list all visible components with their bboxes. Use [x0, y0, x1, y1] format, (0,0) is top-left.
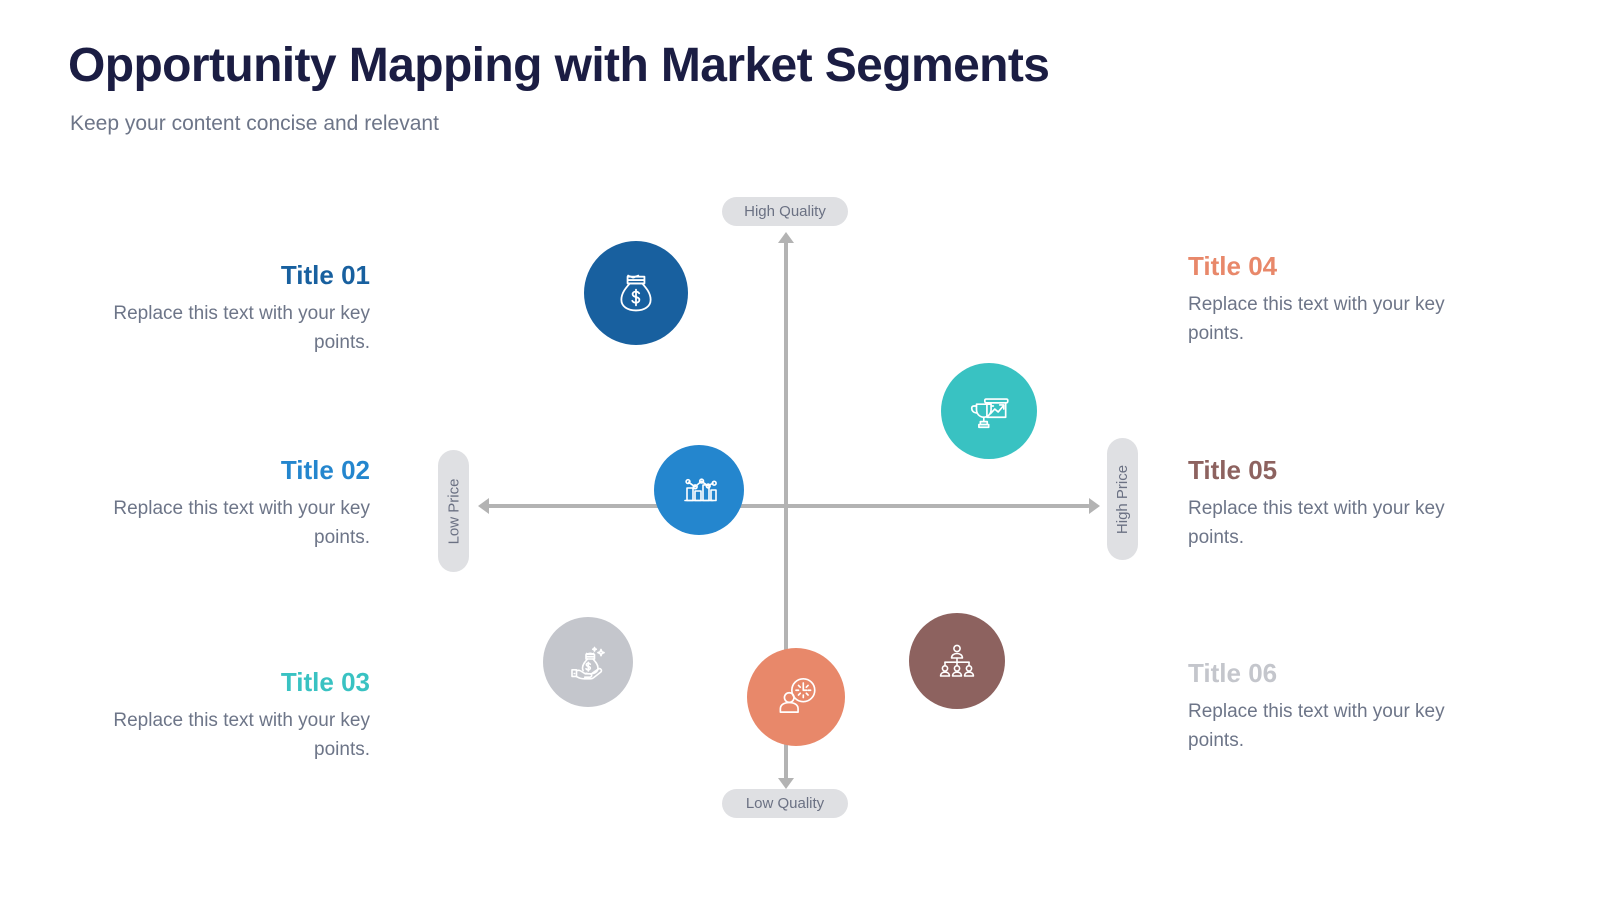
money-bag-icon: [609, 266, 663, 320]
hand-money-bag-icon: [564, 638, 612, 686]
item-04-title: Title 04: [1188, 251, 1278, 281]
bubble-hand-money-bag[interactable]: [543, 617, 633, 707]
bubble-person-clock[interactable]: [747, 648, 845, 746]
item-03-title: Title 03: [280, 667, 370, 697]
bubble-money-bag[interactable]: [584, 241, 688, 345]
item-03-description: Replace this text with your key points.: [113, 710, 370, 760]
item-01-description: Replace this text with your key points.: [113, 303, 370, 353]
item-03[interactable]: Title 03 Replace this text with your key…: [70, 667, 370, 764]
axis-label-low-quality: Low Quality: [722, 789, 848, 818]
item-04-description: Replace this text with your key points.: [1188, 294, 1445, 344]
axis-label-low-price: Low Price: [438, 450, 469, 572]
item-05-title: Title 05: [1188, 455, 1278, 485]
horizontal-axis-line: [486, 504, 1090, 508]
item-02-title: Title 02: [280, 455, 370, 485]
axis-label-high-price: High Price: [1107, 438, 1138, 560]
org-hierarchy-icon: [933, 637, 981, 685]
item-05[interactable]: Title 05 Replace this text with your key…: [1188, 455, 1488, 552]
vertical-axis-line: [784, 240, 788, 780]
axis-arrow-left-icon: [478, 498, 489, 514]
page-subtitle: Keep your content concise and relevant: [70, 112, 439, 135]
bubble-bar-chart[interactable]: [654, 445, 744, 535]
bar-chart-line-icon: [675, 466, 723, 514]
axis-arrow-right-icon: [1089, 498, 1100, 514]
axis-arrow-down-icon: [778, 778, 794, 789]
axis-label-high-price-text: High Price: [1114, 464, 1132, 534]
axis-label-high-quality-text: High Quality: [744, 203, 826, 220]
item-06-description: Replace this text with your key points.: [1188, 701, 1445, 751]
trophy-growth-icon: [964, 386, 1014, 436]
page-title: Opportunity Mapping with Market Segments: [68, 39, 1050, 92]
item-04[interactable]: Title 04 Replace this text with your key…: [1188, 251, 1488, 348]
item-02[interactable]: Title 02 Replace this text with your key…: [70, 455, 370, 552]
person-clock-icon: [771, 672, 821, 722]
item-06-title: Title 06: [1188, 658, 1278, 688]
bubble-org-hierarchy[interactable]: [909, 613, 1005, 709]
item-01-title: Title 01: [280, 260, 370, 290]
item-05-description: Replace this text with your key points.: [1188, 498, 1445, 548]
axis-label-high-quality: High Quality: [722, 197, 848, 226]
item-02-description: Replace this text with your key points.: [113, 498, 370, 548]
item-06[interactable]: Title 06 Replace this text with your key…: [1188, 658, 1488, 755]
axis-arrow-up-icon: [778, 232, 794, 243]
axis-label-low-price-text: Low Price: [445, 478, 463, 544]
item-01[interactable]: Title 01 Replace this text with your key…: [70, 260, 370, 357]
axis-label-low-quality-text: Low Quality: [745, 795, 825, 812]
bubble-trophy-growth[interactable]: [941, 363, 1037, 459]
